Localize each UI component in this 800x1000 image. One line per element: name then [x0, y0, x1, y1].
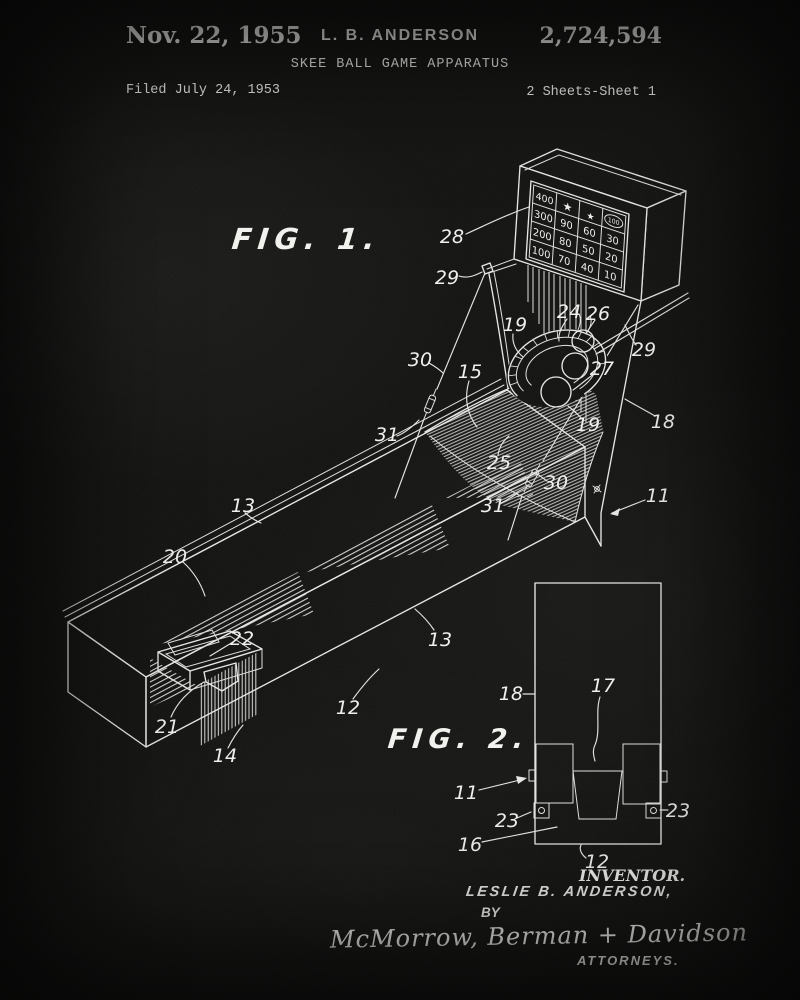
by-label: BY [481, 905, 500, 920]
inventor-caption: INVENTOR. [579, 866, 686, 885]
attorneys-caption: ATTORNEYS. [577, 953, 680, 968]
inventor-signature-name: LESLIE B. ANDERSON, [464, 884, 675, 900]
